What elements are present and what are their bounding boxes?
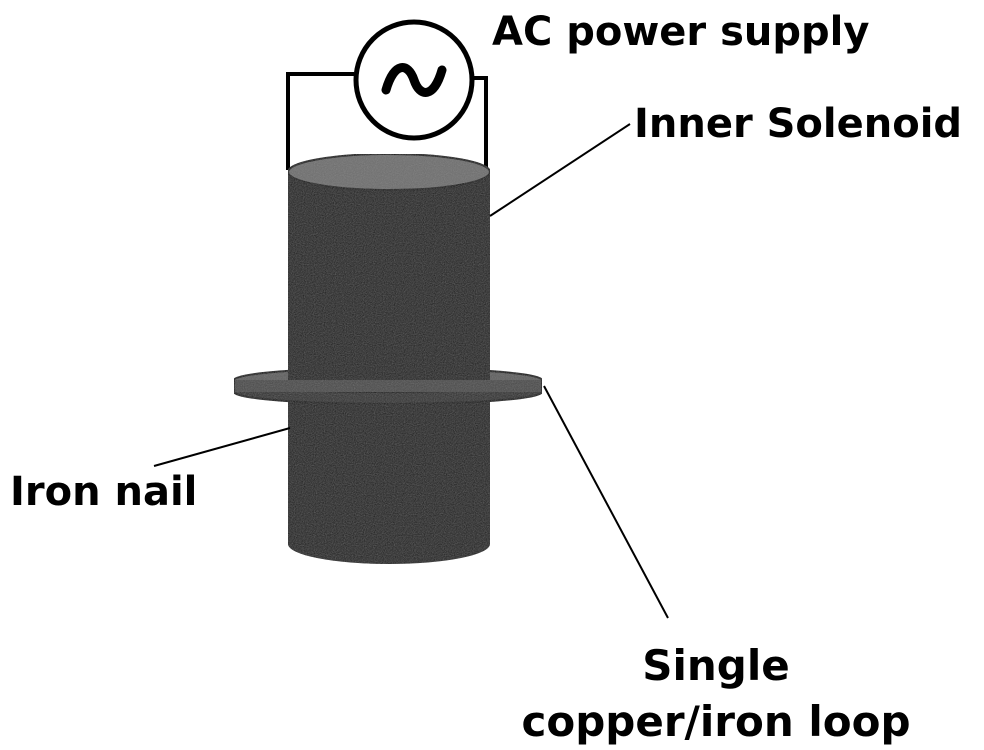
inner-solenoid [287, 153, 491, 380]
right-wire [474, 76, 488, 170]
iron-nail-leader [153, 427, 291, 467]
loop-label-line2: copper/iron loop [521, 697, 911, 746]
left-wire [286, 72, 354, 170]
loop-label: Single copper/iron loop [496, 638, 936, 750]
iron-nail-label: Iron nail [10, 469, 198, 515]
iron-nail [288, 388, 490, 564]
ac-source-icon [353, 19, 475, 141]
loop-label-line1: Single [642, 641, 790, 690]
inner-solenoid-label: Inner Solenoid [634, 101, 963, 147]
inner-solenoid-leader [489, 123, 631, 217]
ac-power-supply-label: AC power supply [492, 9, 870, 55]
loop-leader [543, 385, 669, 619]
